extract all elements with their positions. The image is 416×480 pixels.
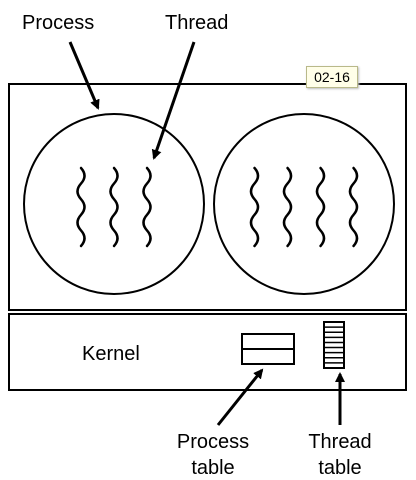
process-arrow — [68, 41, 100, 110]
process-label: Process — [22, 12, 94, 34]
thread-icon — [282, 166, 293, 248]
thread-label: Thread — [165, 12, 228, 34]
thread-icon — [142, 166, 152, 248]
thread-icon — [76, 166, 86, 248]
thread-table-label-line2: table — [318, 457, 361, 479]
thread-icon — [315, 166, 326, 248]
process-table-label-line1: Process — [177, 431, 249, 453]
process-2-threads — [249, 166, 359, 248]
process-circle-2 — [213, 113, 395, 295]
user-space-box — [8, 83, 407, 311]
process-table-arrow — [216, 368, 264, 426]
thread-icon — [249, 166, 260, 248]
thread-table-label-line1: Thread — [308, 431, 371, 453]
slide-number-badge: 02-16 — [306, 66, 358, 88]
kernel-label: Kernel — [82, 343, 140, 365]
thread-arrow — [151, 41, 196, 160]
kernel-box — [8, 313, 407, 391]
process-circle-1 — [23, 113, 205, 295]
process-table-label-line2: table — [191, 457, 234, 479]
process-table — [241, 333, 295, 365]
process-1-threads — [76, 166, 152, 248]
thread-icon — [348, 166, 359, 248]
thread-icon — [109, 166, 119, 248]
thread-table — [323, 321, 345, 369]
